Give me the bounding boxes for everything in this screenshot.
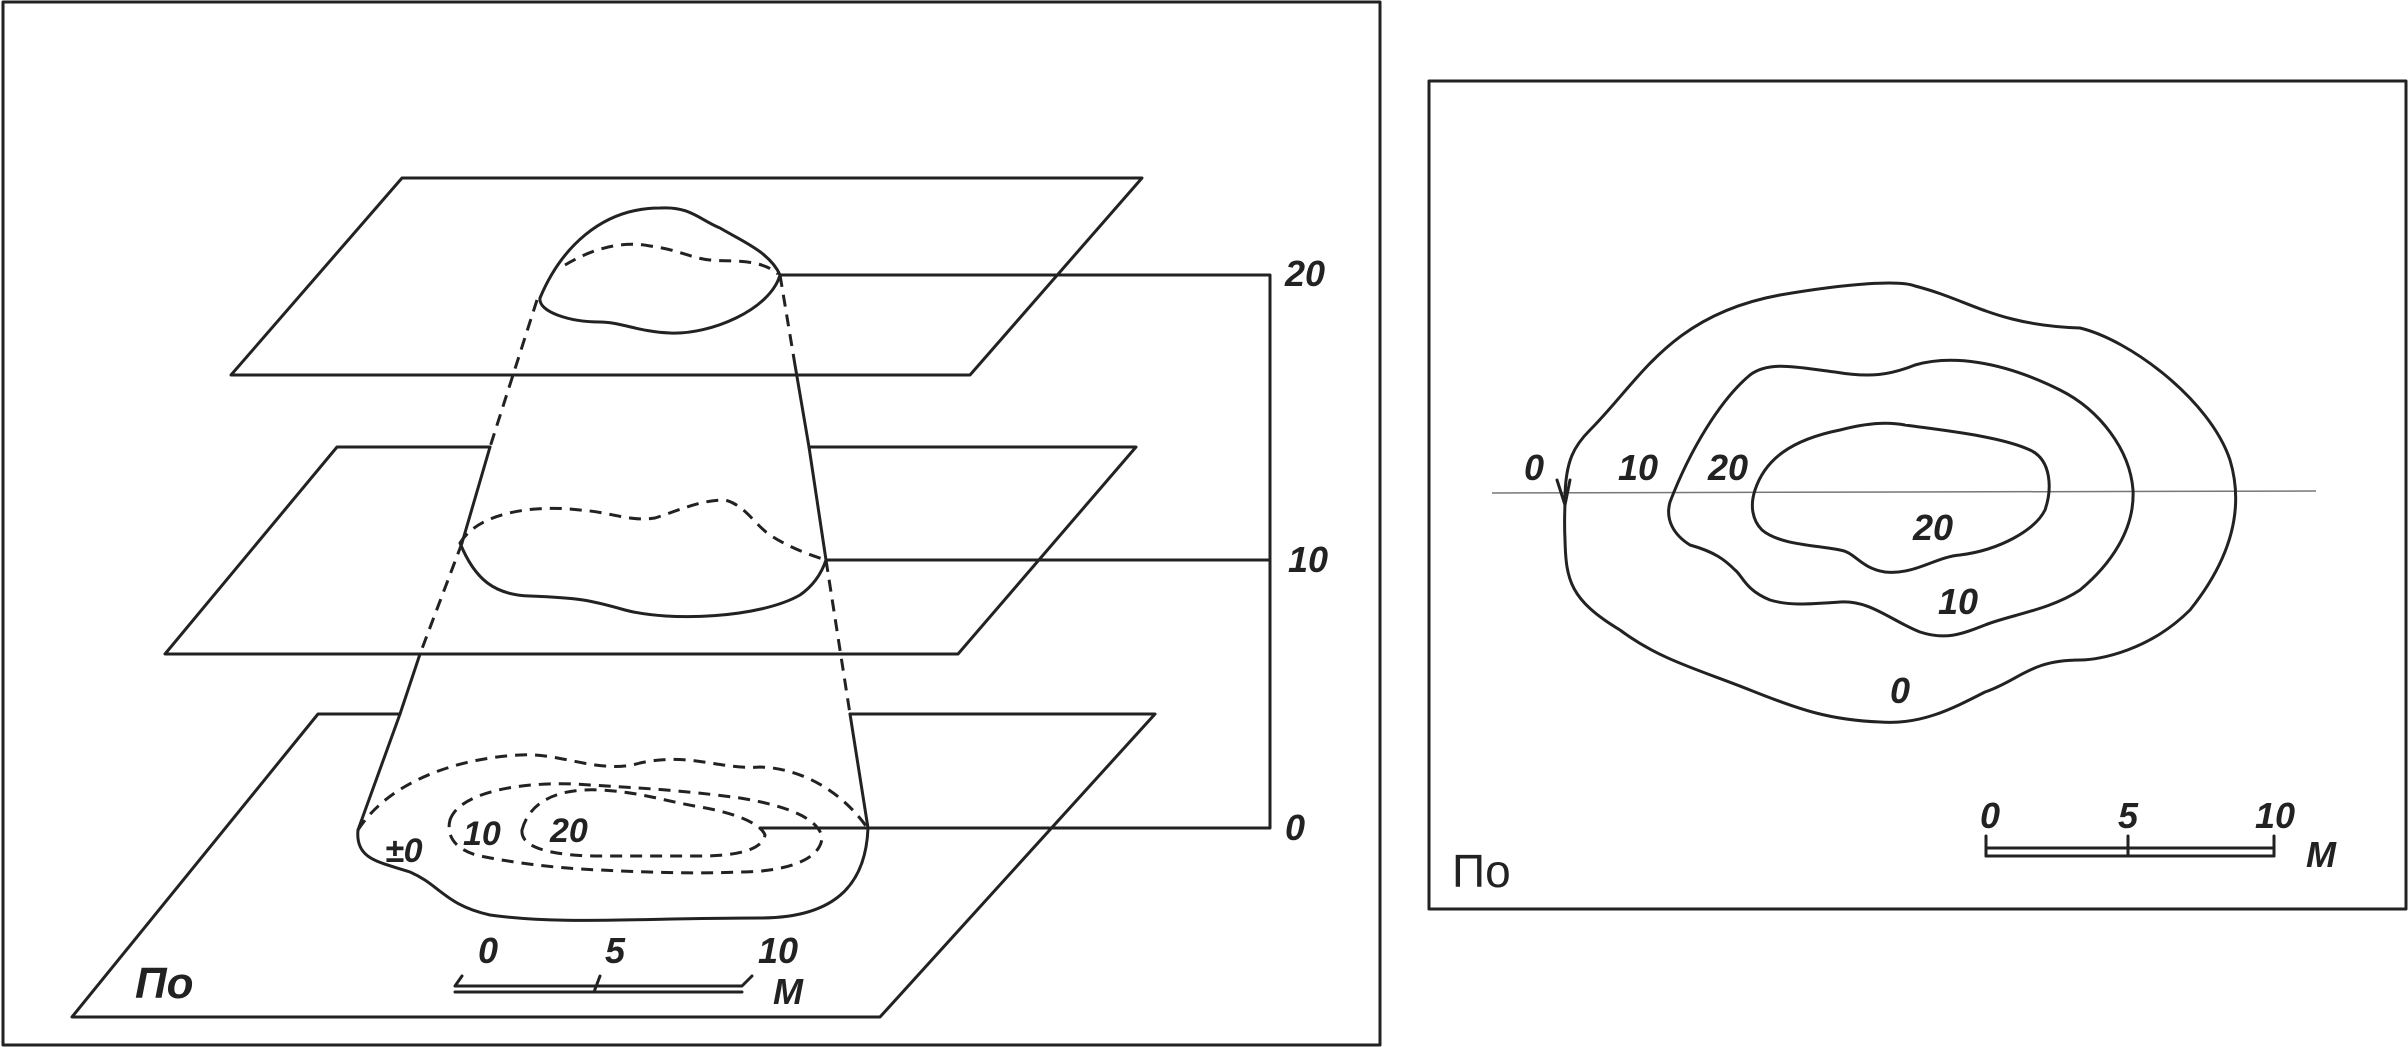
hill-side-right-bottom (848, 712, 870, 830)
plane-level-0 (70, 712, 1157, 1019)
right-scale-unit: M (2306, 834, 2337, 875)
left-panel-frame (1, 0, 1382, 1047)
hill-side-left-lower (418, 542, 464, 655)
right-scale-0: 0 (1980, 795, 2000, 836)
hill-side-right-mid (793, 363, 811, 449)
map-contour-20 (1750, 421, 2051, 574)
hill-top-hidden (564, 242, 779, 276)
plane-level-10 (163, 445, 1138, 656)
hill-side-left-upper (488, 299, 539, 448)
level-20-label: 20 (1284, 253, 1325, 294)
contour-10-label: 10 (463, 815, 501, 853)
hill-top-outline (538, 206, 782, 335)
left-scale-10: 10 (758, 930, 798, 971)
left-scale-0: 0 (478, 930, 498, 971)
map-contour-10 (1667, 358, 2135, 638)
hill-side-left-bottom (356, 712, 402, 832)
hill-base-outline (356, 826, 870, 922)
level-10-label: 10 (1288, 539, 1328, 580)
map-label-0-inner: 0 (1890, 670, 1910, 711)
map-label-0-left: 0 (1524, 447, 1544, 488)
hill-side-left-base (398, 652, 422, 716)
map-contour-0 (1563, 281, 2238, 724)
left-scale-5: 5 (605, 930, 626, 971)
map-label-20-inner: 20 (1912, 507, 1953, 548)
right-scale-10: 10 (2255, 795, 2295, 836)
contour-20-label: 20 (549, 812, 588, 850)
hill-middle-hidden (458, 498, 827, 562)
right-scale-bar (1984, 834, 2276, 858)
hill-side-left-mid (460, 445, 492, 545)
contour-base-label: ±0 (385, 832, 423, 870)
right-scale-5: 5 (2118, 795, 2139, 836)
hill-side-right-lower (807, 445, 828, 562)
map-label-10-left: 10 (1618, 447, 1658, 488)
left-scale-unit: M (773, 971, 804, 1012)
hill-middle-outline (458, 541, 828, 619)
right-plane-label: По (1452, 845, 1511, 897)
plane-level-20 (229, 176, 1144, 377)
right-panel-frame (1427, 79, 2408, 911)
hill-contour-10 (447, 782, 824, 875)
profile-line (1491, 490, 2317, 494)
left-plane-label: По (135, 959, 194, 1008)
level-0-label: 0 (1285, 807, 1305, 848)
level-bracket (758, 273, 1272, 830)
hill-side-right-base (824, 559, 852, 715)
hill-side-right-upper (778, 274, 797, 366)
hill-base-hidden (356, 753, 868, 831)
left-scale-bar (453, 974, 754, 994)
map-label-20-left: 20 (1707, 447, 1748, 488)
map-label-10-inner: 10 (1938, 581, 1978, 622)
map-contour-0-tip (1555, 478, 1572, 507)
hill-contour-20 (520, 788, 767, 858)
